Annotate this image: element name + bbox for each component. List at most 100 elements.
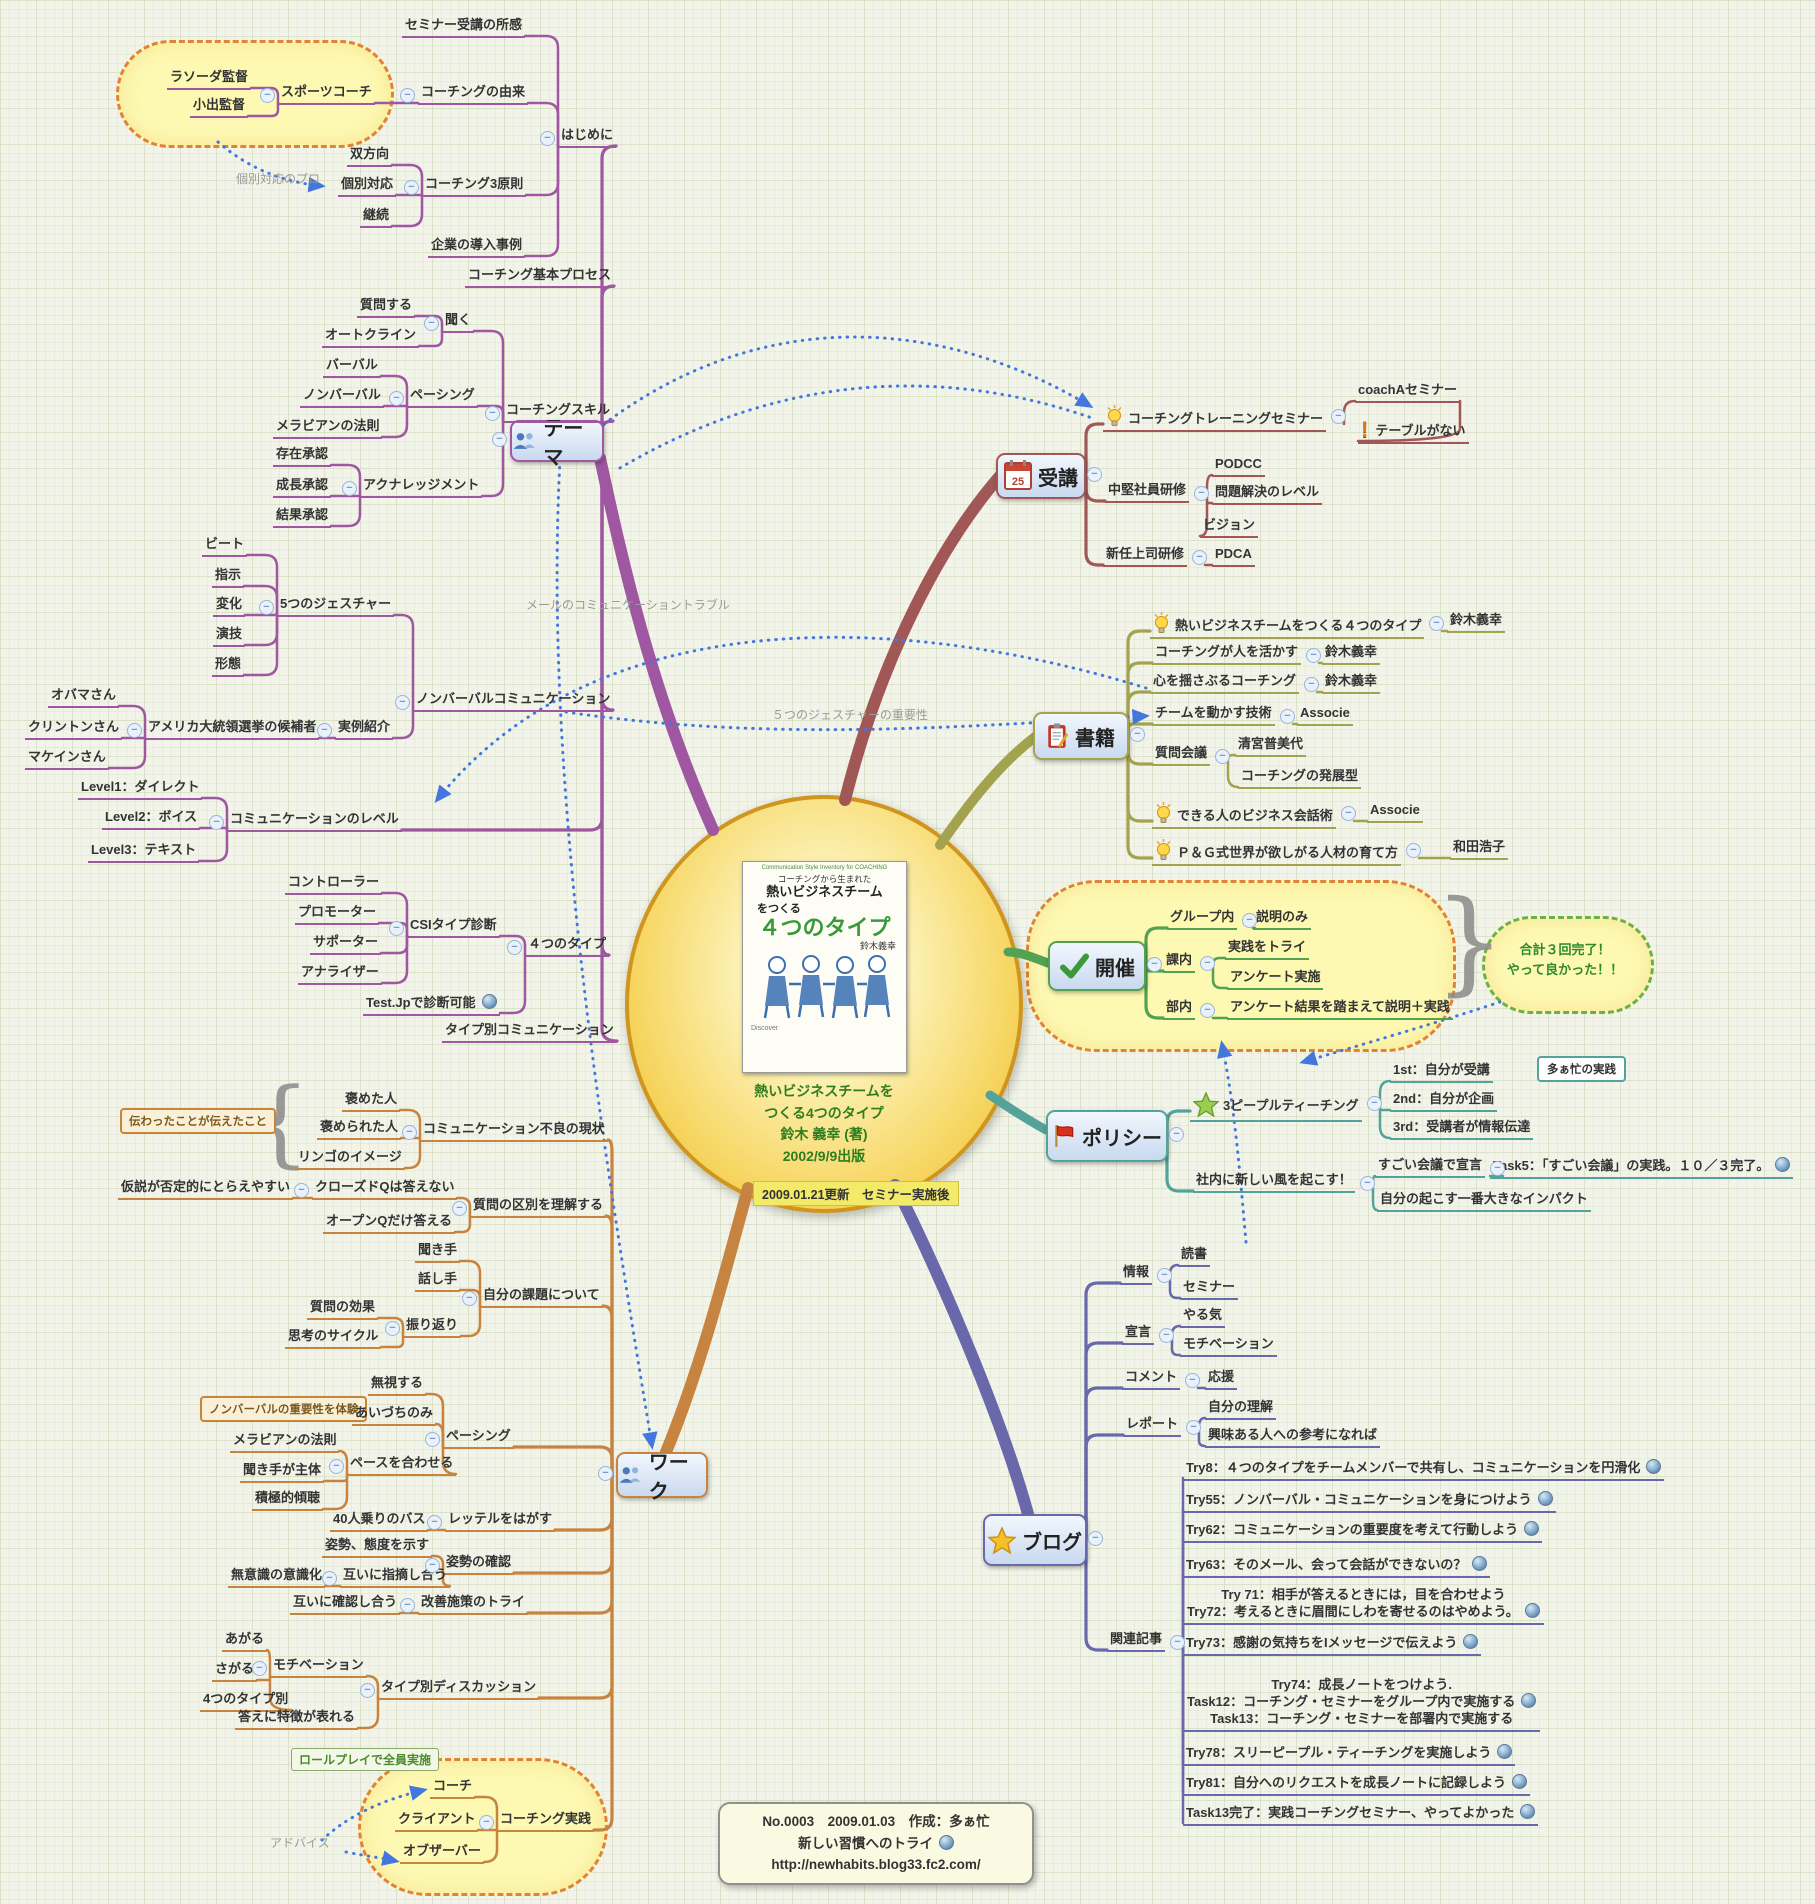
collapse-icon[interactable]: − xyxy=(479,1815,494,1830)
collapse-icon[interactable]: − xyxy=(425,1432,440,1447)
collapse-icon[interactable]: − xyxy=(1360,1176,1375,1191)
topic-bk4[interactable]: チームを動かす技術 xyxy=(1152,705,1275,726)
topic-level2[interactable]: Level2：ボイス xyxy=(102,809,201,830)
topic-lasoda[interactable]: ラソーダ監督 xyxy=(167,69,252,90)
topic-anketo[interactable]: アンケート実施 xyxy=(1227,969,1324,990)
topic-kihon[interactable]: コーチング基本プロセス xyxy=(465,267,615,288)
collapse-icon[interactable]: − xyxy=(1406,843,1421,858)
topic-podcc[interactable]: PODCC xyxy=(1212,456,1265,477)
topic-bunai[interactable]: 部内 xyxy=(1163,999,1196,1020)
collapse-icon[interactable]: − xyxy=(1192,550,1207,565)
topic-verbal[interactable]: バーバル xyxy=(323,357,381,378)
topic-bk6a[interactable]: Associe xyxy=(1367,802,1423,823)
topic-kaze[interactable]: 社内に新しい風を起こす！ xyxy=(1193,1172,1355,1193)
topic-sengen[interactable]: 宣言 xyxy=(1122,1324,1155,1345)
topic-p3t[interactable]: 3ピープルティーチング xyxy=(1190,1091,1362,1122)
topic-try8[interactable]: Try8：４つのタイプをチームメンバーで共有し、コミュニケーションを円滑化 xyxy=(1183,1459,1665,1481)
topic-jitsurei[interactable]: 実例紹介 xyxy=(335,719,394,740)
topic-kiku[interactable]: 聞く xyxy=(442,312,475,333)
topic-commlevel[interactable]: コミュニケーションのレベル xyxy=(227,811,402,832)
topic-yaruki[interactable]: やる気 xyxy=(1180,1307,1226,1328)
topic-bk3[interactable]: 心を揺さぶるコーチング xyxy=(1150,673,1300,694)
topic-p2[interactable]: 2nd：自分が企画 xyxy=(1390,1091,1498,1112)
topic-bk1[interactable]: 熱いビジネスチームをつくる４つのタイプ xyxy=(1150,612,1425,639)
collapse-icon[interactable]: − xyxy=(1170,1635,1185,1650)
collapse-icon[interactable]: − xyxy=(1088,1531,1103,1546)
collapse-icon[interactable]: − xyxy=(1331,409,1346,424)
topic-controller[interactable]: コントローラー xyxy=(285,874,383,895)
topic-kakuninau[interactable]: 互いに確認し合う xyxy=(290,1594,401,1615)
topic-commentn[interactable]: コメント xyxy=(1122,1369,1181,1390)
topic-mehrabian1[interactable]: メラビアンの法則 xyxy=(273,418,383,439)
topic-hajimeni[interactable]: はじめに xyxy=(558,127,617,148)
topic-gnai[interactable]: グループ内 xyxy=(1167,909,1238,930)
collapse-icon[interactable]: − xyxy=(400,88,415,103)
branch-root-kaisai[interactable]: 開催 xyxy=(1048,941,1146,991)
collapse-icon[interactable]: − xyxy=(209,815,224,830)
topic-seminarb[interactable]: セミナー xyxy=(1180,1279,1239,1300)
branch-root-theme[interactable]: テーマ xyxy=(510,418,604,469)
collapse-icon[interactable]: − xyxy=(389,921,404,936)
collapse-icon[interactable]: − xyxy=(425,1558,440,1573)
topic-sonzai[interactable]: 存在承認 xyxy=(273,446,332,467)
topic-tableno[interactable]: !テーブルがない xyxy=(1358,419,1469,444)
collapse-icon[interactable]: − xyxy=(1159,1328,1174,1343)
topic-observer[interactable]: オブザーバー xyxy=(400,1843,484,1864)
collapse-icon[interactable]: − xyxy=(1194,486,1209,501)
map-info-box[interactable]: No.0003 2009.01.03 作成：多ぁ忙 新しい習慣へのトライ htt… xyxy=(718,1802,1034,1885)
topic-testjp[interactable]: Test.Jpで診断可能 xyxy=(363,994,500,1016)
topic-typecom[interactable]: タイプ別コミュニケーション xyxy=(442,1022,617,1043)
topic-seicho[interactable]: 成長承認 xyxy=(273,477,332,498)
topic-level1[interactable]: Level1：ダイレクト xyxy=(78,779,203,800)
collapse-icon[interactable]: − xyxy=(1280,709,1295,724)
collapse-icon[interactable]: − xyxy=(462,1291,477,1306)
topic-ringo[interactable]: リンゴのイメージ xyxy=(295,1149,405,1170)
topic-task5[interactable]: Task5：「すごい会議」の実践。１０／３完了。 xyxy=(1490,1157,1794,1179)
topic-bk2[interactable]: コーチングが人を活かす xyxy=(1152,644,1302,665)
collapse-icon[interactable]: − xyxy=(1367,1096,1382,1111)
collapse-icon[interactable]: − xyxy=(400,1598,415,1613)
topic-motivw[interactable]: モチベーション xyxy=(270,1657,367,1678)
topic-level3[interactable]: Level3：テキスト xyxy=(88,842,200,863)
collapse-icon[interactable]: − xyxy=(360,1683,375,1698)
topic-shinnin[interactable]: 新任上司研修 xyxy=(1103,546,1188,567)
topic-henka[interactable]: 変化 xyxy=(213,596,246,617)
topic-sagaru[interactable]: さがる xyxy=(212,1661,258,1682)
topic-bk4a[interactable]: Associe xyxy=(1297,705,1353,726)
topic-openq[interactable]: オープンQだけ答える xyxy=(323,1213,455,1234)
topic-coach[interactable]: コーチ xyxy=(430,1778,476,1799)
topic-cts[interactable]: コーチングトレーニングセミナー xyxy=(1103,405,1327,432)
topic-homerareta[interactable]: 褒められた人 xyxy=(317,1119,402,1140)
topic-furyo[interactable]: コミュニケーション不良の現状 xyxy=(420,1121,608,1142)
topic-keicho[interactable]: 積極的傾聴 xyxy=(252,1490,324,1511)
collapse-icon[interactable]: − xyxy=(294,1183,309,1198)
topic-kobetsu[interactable]: 個別対応 xyxy=(338,176,397,197)
topic-bk5a[interactable]: 清宮普美代 xyxy=(1235,736,1307,757)
topic-hometa[interactable]: 褒めた人 xyxy=(342,1091,401,1112)
topic-awaseru[interactable]: ペースを合わせる xyxy=(347,1455,457,1476)
collapse-icon[interactable]: − xyxy=(329,1459,344,1474)
topic-p1[interactable]: 1st：自分が受講 xyxy=(1390,1062,1493,1083)
topic-tokucho[interactable]: 答えに特徴が表れる xyxy=(235,1709,359,1730)
topic-jirei[interactable]: 企業の導入事例 xyxy=(428,237,526,258)
topic-aizuchi[interactable]: あいづちのみ xyxy=(352,1405,437,1426)
topic-try81[interactable]: Try81：自分へのリクエストを成長ノートに記録しよう xyxy=(1183,1774,1530,1796)
topic-sugoi[interactable]: すごい会議で宣言 xyxy=(1375,1157,1486,1178)
topic-bk5[interactable]: 質問会議 xyxy=(1152,745,1211,766)
topic-autocline[interactable]: オートクライン xyxy=(322,327,420,348)
topic-try73[interactable]: Try73：感謝の気持ちをIメッセージで伝えよう xyxy=(1183,1634,1482,1656)
topic-type4[interactable]: ４つのタイプ xyxy=(525,936,610,957)
topic-vision[interactable]: ビジョン xyxy=(1200,517,1259,538)
topic-ouen[interactable]: 応援 xyxy=(1205,1369,1238,1390)
topic-task13d[interactable]: Task13完了：実践コーチングセミナー、やってよかった xyxy=(1183,1804,1539,1826)
topic-nonverbal[interactable]: ノンバーバル xyxy=(300,387,384,408)
topic-report[interactable]: レポート xyxy=(1123,1416,1182,1437)
topic-mccain[interactable]: マケインさん xyxy=(25,749,109,770)
topic-pdca[interactable]: PDCA xyxy=(1212,546,1255,567)
topic-impact[interactable]: 自分の起こす一番大きなインパクト xyxy=(1377,1191,1591,1212)
collapse-icon[interactable]: − xyxy=(485,406,500,421)
topic-dokusho[interactable]: 読書 xyxy=(1178,1246,1211,1267)
collapse-icon[interactable]: − xyxy=(1169,1127,1184,1142)
topic-shiji[interactable]: 指示 xyxy=(212,567,245,588)
topic-bk7[interactable]: Ｐ＆Ｇ式世界が欲しがる人材の育て方 xyxy=(1152,839,1402,866)
